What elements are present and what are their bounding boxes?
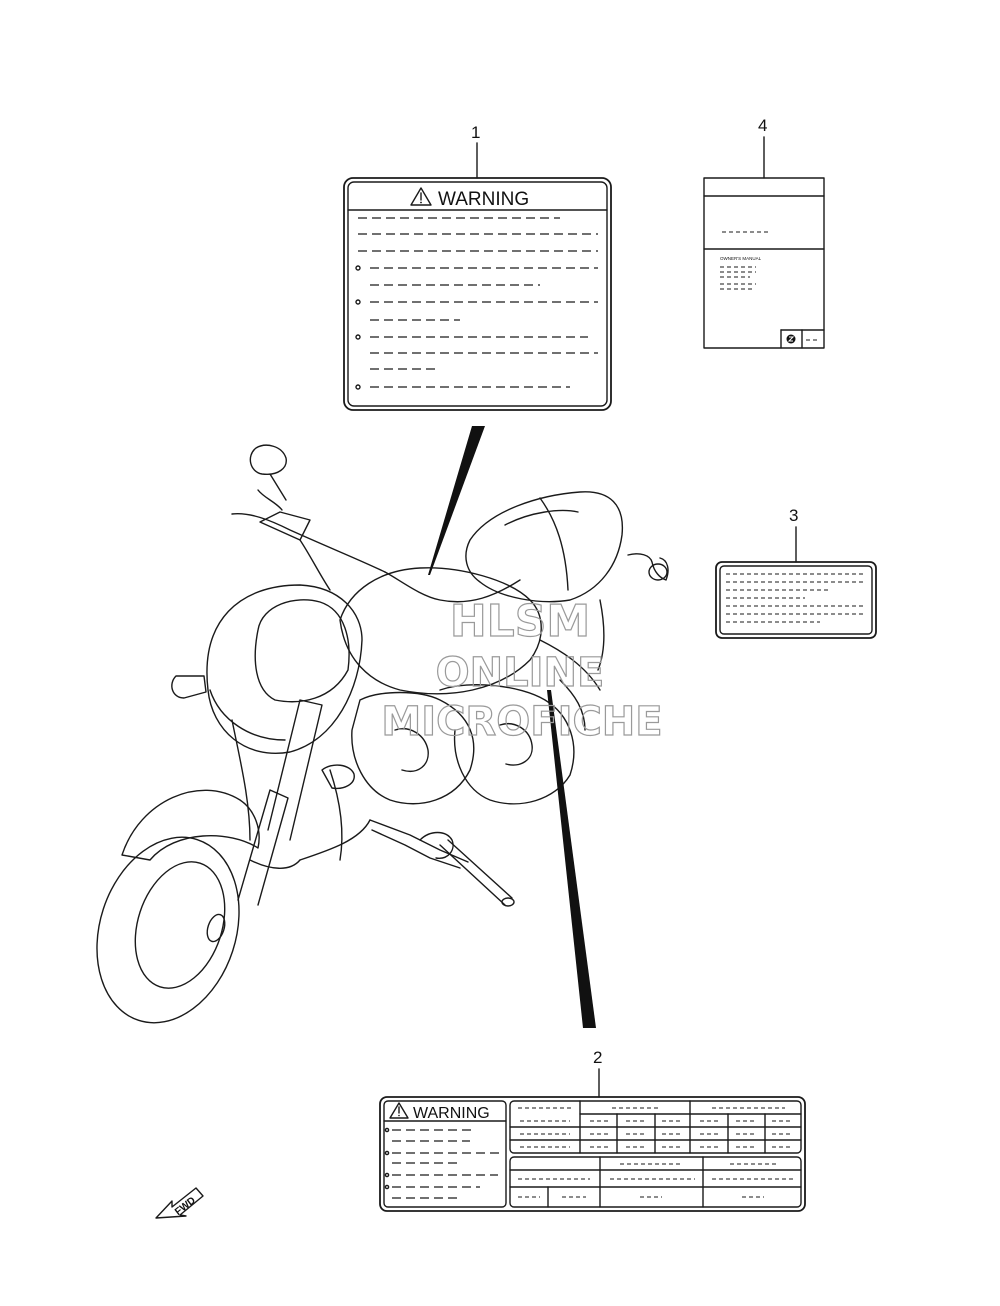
owners-manual-title: OWNER'S MANUAL xyxy=(720,256,762,261)
warning-label-1[interactable]: WARNING xyxy=(343,177,612,411)
watermark-line-3: MICROFICHE xyxy=(381,699,662,745)
owners-manual[interactable]: OWNER'S MANUAL xyxy=(703,177,825,349)
motorcycle-drawing xyxy=(96,444,669,1024)
watermark-line-1: HLSM xyxy=(450,596,590,647)
brand-emblem-icon xyxy=(786,334,796,344)
watermark-line-2: ONLINE xyxy=(436,650,605,696)
info-label-3[interactable] xyxy=(715,561,877,639)
warning-label-2[interactable]: WARNING xyxy=(379,1096,806,1212)
pointer-2 xyxy=(547,690,596,1028)
warning-label-1-heading: WARNING xyxy=(438,189,529,210)
warning-triangle-icon xyxy=(410,187,432,206)
callout-1[interactable]: 1 xyxy=(471,123,480,179)
callout-2[interactable]: 2 xyxy=(593,1048,602,1098)
warning-label-2-heading: WARNING xyxy=(413,1105,490,1122)
pointer-1 xyxy=(428,426,485,575)
callout-1-number: 1 xyxy=(471,123,480,142)
warning-triangle-icon xyxy=(389,1102,409,1119)
callout-3[interactable]: 3 xyxy=(789,506,798,563)
fwd-arrow-label: FWD xyxy=(173,1195,198,1218)
callout-4[interactable]: 4 xyxy=(758,116,767,179)
callout-4-number: 4 xyxy=(758,116,767,135)
callout-3-number: 3 xyxy=(789,506,798,525)
watermark: HLSM ONLINE MICROFICHE xyxy=(381,595,663,745)
fwd-arrow-icon: FWD xyxy=(155,1187,204,1219)
callout-2-number: 2 xyxy=(593,1048,602,1067)
